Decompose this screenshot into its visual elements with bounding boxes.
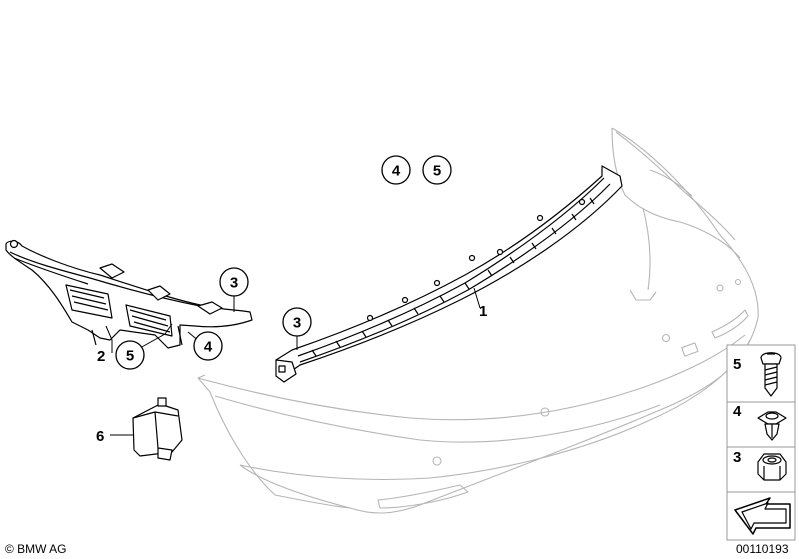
carrier-rail-part-1 <box>275 165 623 383</box>
screw-icon <box>760 352 782 397</box>
diagram-id: 00110193 <box>736 542 789 556</box>
callout-rail-3: 3 <box>282 307 312 337</box>
callout-top-5: 5 <box>422 155 452 185</box>
callout-top-4: 4 <box>381 155 411 185</box>
svg-text:5: 5 <box>126 348 134 365</box>
svg-text:3: 3 <box>293 315 301 332</box>
leader-lines <box>105 287 481 436</box>
label-part-2: 2 <box>97 348 105 365</box>
fastener-legend: 5 4 3 <box>726 344 796 541</box>
rear-bumper-drawing <box>197 127 759 514</box>
legend-number-3: 3 <box>733 449 741 466</box>
small-bracket-part-6 <box>132 397 183 461</box>
svg-text:4: 4 <box>204 339 213 356</box>
legend-number-5: 5 <box>733 356 741 373</box>
callout-bracket-4: 4 <box>193 331 223 361</box>
label-part-1: 1 <box>479 303 487 320</box>
svg-text:4: 4 <box>392 163 401 180</box>
callout-bracket-5: 5 <box>115 340 145 370</box>
svg-text:5: 5 <box>433 163 441 180</box>
direction-arrow-icon <box>734 497 791 535</box>
callout-bracket-3: 3 <box>219 267 249 297</box>
label-part-6: 6 <box>96 428 104 445</box>
legend-number-4: 4 <box>733 403 742 420</box>
expanding-rivet-icon <box>757 411 787 441</box>
copyright-text: © BMW AG <box>5 542 67 556</box>
svg-text:3: 3 <box>230 275 238 292</box>
side-bracket-part-2 <box>5 239 253 349</box>
hex-nut-icon <box>757 453 787 481</box>
